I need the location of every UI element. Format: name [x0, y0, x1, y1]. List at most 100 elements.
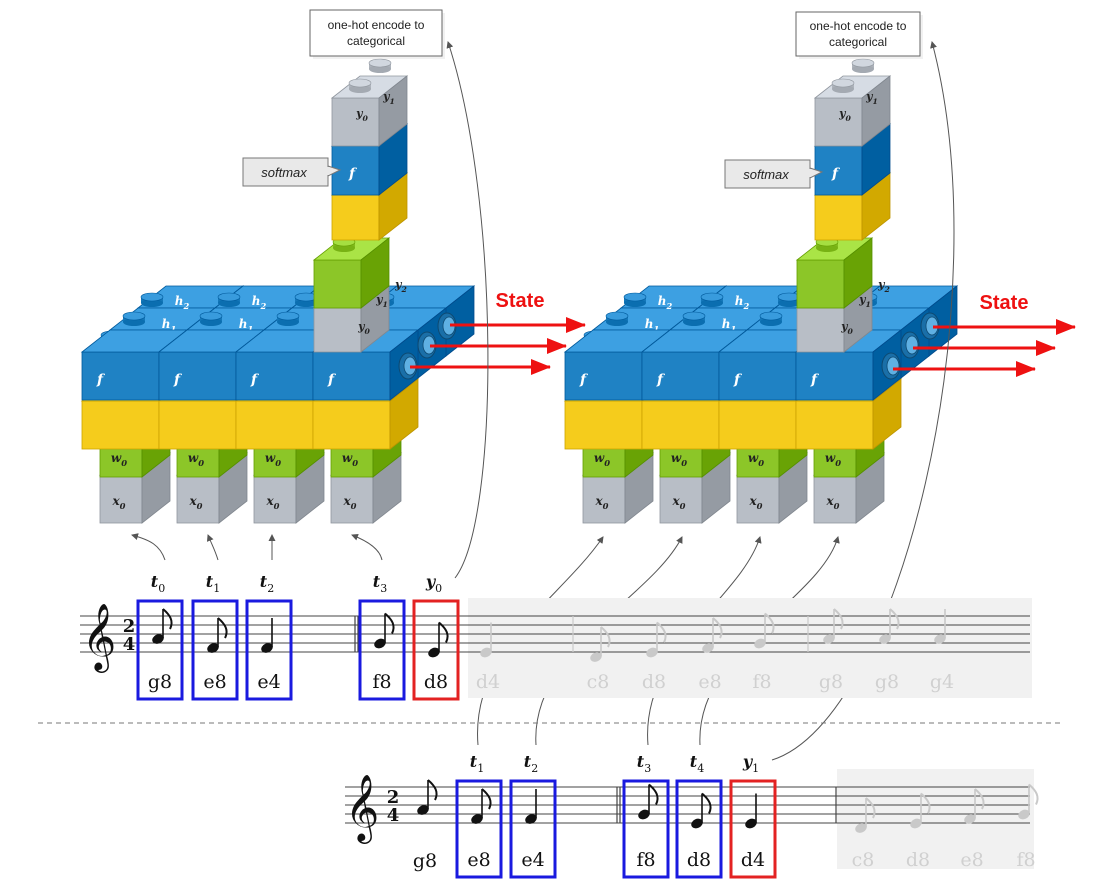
onehot-text-line1: one-hot encode to: [328, 18, 425, 32]
faded-note-glyph: [879, 608, 900, 644]
time-signature-bottom: 4: [387, 805, 400, 826]
lego-stud: [140, 292, 164, 307]
onehot-callout-1: one-hot encode to categorical: [309, 9, 445, 59]
note-name: e8: [467, 849, 490, 871]
lego-stud: [276, 311, 300, 326]
note-name: e8: [203, 671, 226, 693]
note-name: f8: [372, 671, 391, 693]
faded-note-name: d4: [476, 671, 500, 693]
input-note-box: [622, 779, 670, 879]
h1-label: h1: [239, 317, 254, 334]
y2-label: y2: [877, 278, 890, 294]
h2-label: h2: [175, 294, 190, 311]
lego-stud: [348, 78, 372, 93]
faded-note-glyph: [590, 626, 611, 662]
y1-label: y1: [858, 293, 871, 309]
lego-stud: [294, 292, 318, 307]
note-glyph: [428, 621, 449, 658]
h2-label: h2: [658, 294, 673, 311]
softmax-text: softmax: [261, 165, 307, 180]
faded-note-name: d8: [642, 671, 666, 693]
note-name: g8: [148, 671, 172, 693]
h1-label: h1: [722, 317, 737, 334]
faded-note-glyph: [855, 797, 876, 833]
lego-stud: [623, 292, 647, 307]
lstm-network-step-1: h2h1h0h2h1h0h2h1h0h0x0w0fx0w0fx0w0fx0w0f…: [80, 58, 476, 524]
input-note-box: [358, 599, 406, 701]
note-name: e4: [521, 849, 544, 871]
x0-label: x0: [595, 494, 609, 511]
input-note-box: [245, 599, 293, 701]
lego-stud: [851, 58, 875, 73]
f-label: f: [96, 372, 106, 388]
note-name: f8: [636, 849, 655, 871]
faded-note-name: c8: [852, 849, 875, 871]
time-step-marker: t4: [690, 752, 704, 775]
time-signature-top: 2: [387, 787, 400, 808]
f-label: f: [327, 372, 337, 388]
f-label: f: [250, 372, 260, 388]
h1-label: h1: [162, 317, 177, 334]
time-step-marker: t3: [373, 572, 387, 595]
w0-label: w0: [265, 451, 281, 468]
softmax-text: softmax: [743, 167, 789, 182]
time-step-marker: y0: [425, 572, 442, 595]
output-note-box: [729, 779, 777, 879]
note-glyph: [471, 788, 492, 824]
state-port: [437, 312, 457, 340]
f-label: f: [579, 372, 589, 388]
note-glyph: [261, 618, 273, 653]
onehot-text-line2: categorical: [347, 34, 405, 48]
y2-label: y2: [394, 278, 407, 294]
faded-note-glyph: [823, 608, 844, 644]
note-glyph: [207, 617, 228, 653]
x0-label: x0: [343, 494, 357, 511]
h2-label: h2: [735, 294, 750, 311]
lego-stud: [368, 58, 392, 73]
faded-note-glyph: [934, 609, 946, 644]
lstm-network-step-2: h2h1h0h2h1h0h2h1h0h0x0w0fx0w0fx0w0fx0w0f…: [563, 58, 959, 524]
y0-label: y0: [357, 320, 370, 336]
faded-note-glyph: [754, 612, 775, 649]
w0-label: w0: [594, 451, 610, 468]
time-step-marker: y1: [742, 752, 759, 775]
note-glyph: [745, 793, 757, 829]
f-label: f: [656, 372, 666, 388]
x0-label: x0: [266, 494, 280, 511]
note-glyph: [417, 779, 438, 815]
state-port: [900, 331, 920, 359]
softmax-callout-1: softmax: [242, 157, 342, 187]
faded-region: [468, 598, 1032, 698]
faded-note-name: d8: [906, 849, 930, 871]
faded-note-glyph: [910, 792, 931, 829]
w0-label: w0: [111, 451, 127, 468]
treble-clef-icon: 𝄞: [82, 602, 116, 673]
input-block: [252, 452, 326, 524]
note-glyph: [525, 789, 537, 824]
onehot-text-line2: categorical: [829, 35, 887, 49]
faded-note-name: e8: [960, 849, 983, 871]
input-note-box: [675, 779, 723, 879]
lego-stud: [700, 292, 724, 307]
note-glyph: [691, 792, 712, 829]
x0-label: x0: [826, 494, 840, 511]
onehot-callout-2: one-hot encode to categorical: [795, 11, 923, 59]
input-note-box: [509, 779, 557, 879]
state-port: [881, 352, 901, 380]
f-label: f: [733, 372, 743, 388]
faded-note-name: f8: [752, 671, 771, 693]
output-note-box: [412, 599, 460, 701]
y1-label: y1: [375, 293, 388, 309]
x0-label: x0: [749, 494, 763, 511]
x0-label: x0: [189, 494, 203, 511]
time-step-marker: t3: [637, 752, 651, 775]
w0-label: w0: [825, 451, 841, 468]
time-signature-bottom: 4: [123, 634, 136, 655]
y1-label: y1: [865, 90, 878, 106]
x0-label: x0: [672, 494, 686, 511]
note-glyph: [638, 783, 659, 820]
faded-note-glyph: [702, 617, 723, 653]
state-arrows-1: State: [410, 290, 586, 375]
lego-stud: [759, 311, 783, 326]
